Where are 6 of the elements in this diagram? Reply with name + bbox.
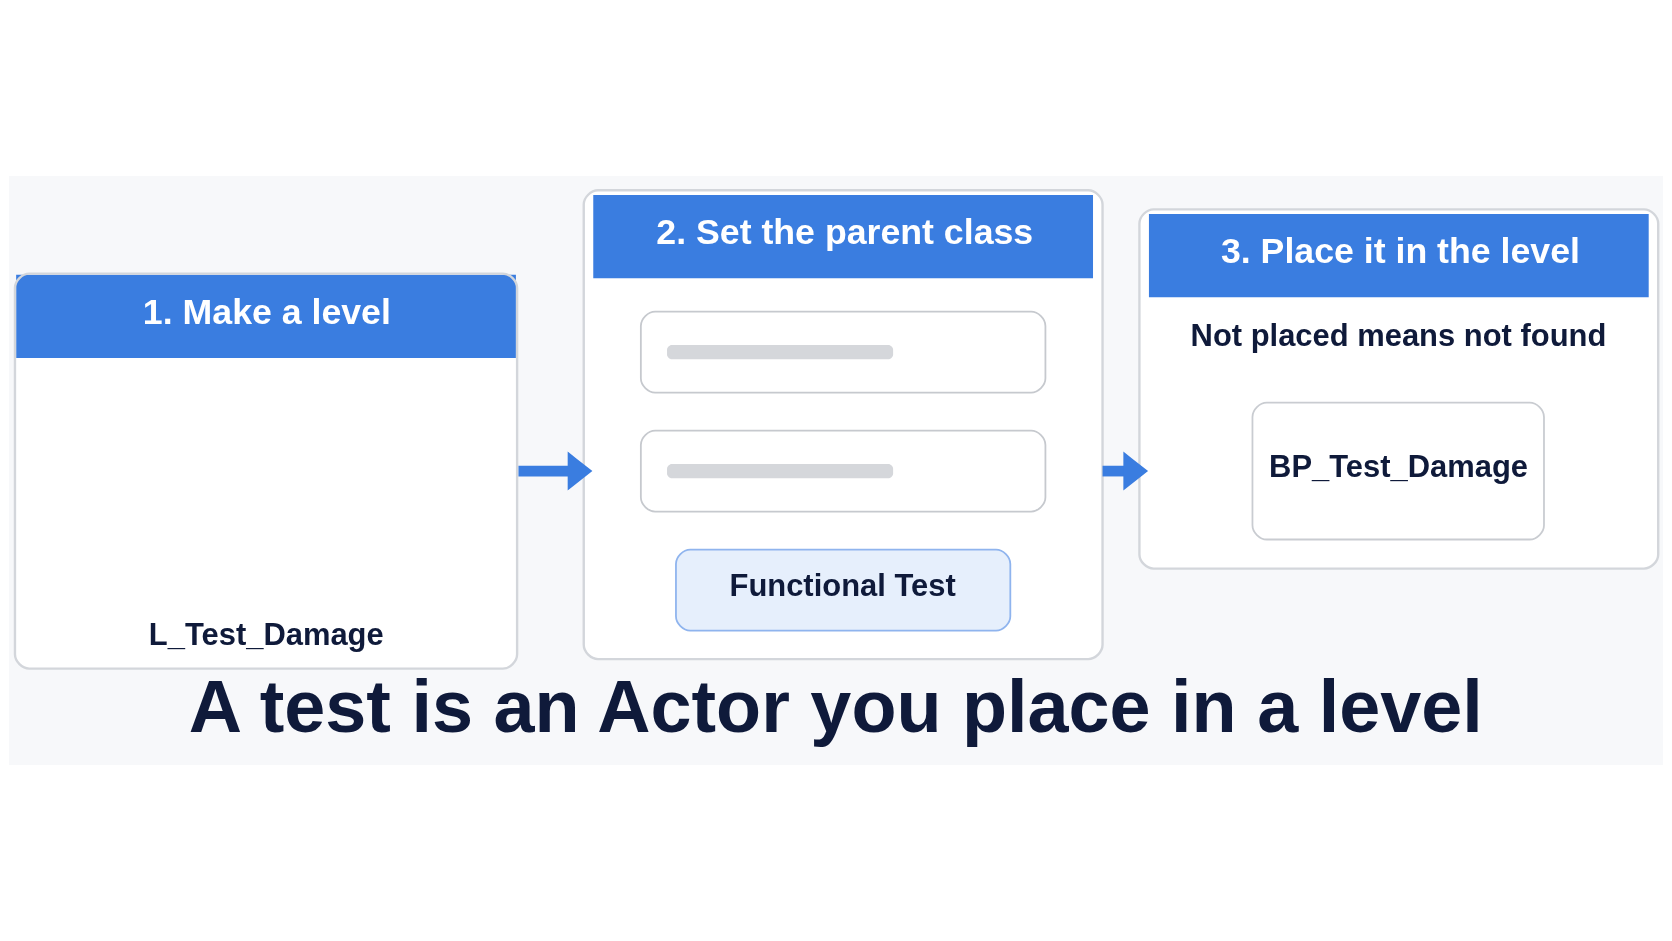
node-box	[639, 429, 1047, 513]
arrow	[1102, 451, 1149, 491]
node-box: BP_Test_Damage	[1251, 401, 1545, 541]
node-box: Functional Test	[675, 548, 1012, 632]
node-box	[639, 310, 1047, 394]
arrow	[518, 451, 593, 491]
